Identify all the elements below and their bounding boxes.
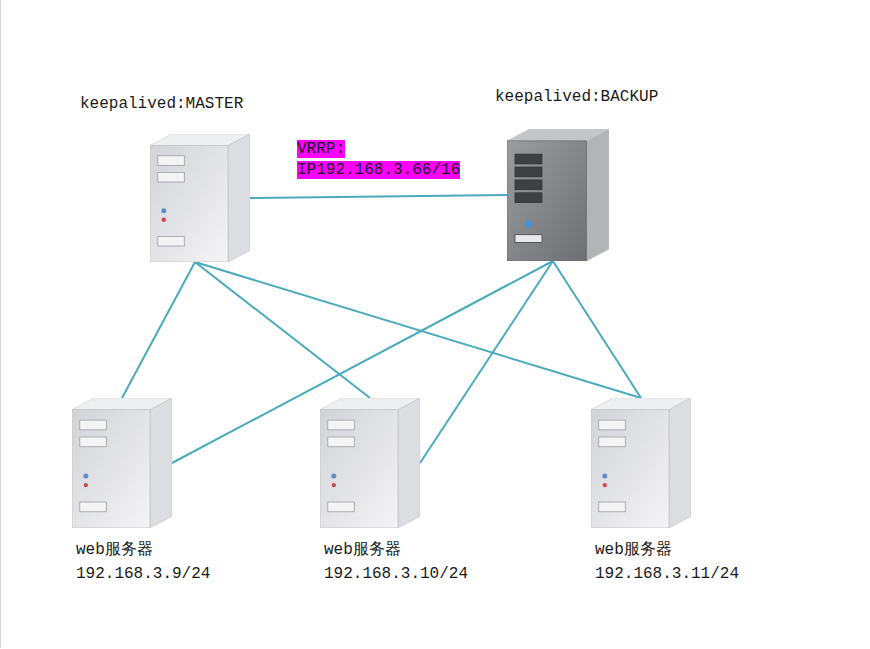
ip-address: 192.168.3.11/24: [595, 562, 739, 586]
load-balancer-node: keepalived:MASTER: [78, 92, 250, 262]
server-icon: [591, 398, 691, 528]
server-icon: [72, 398, 172, 528]
edge-label-box: VRRP: IP192.168.3.66/16: [297, 139, 473, 181]
web-server-node: web服务器192.168.3.9/24: [72, 398, 210, 586]
network-link: [250, 195, 507, 198]
network-link: [195, 262, 370, 398]
vrrp-label: VRRP: IP192.168.3.66/16: [297, 140, 460, 179]
server-heading: keepalived:MASTER: [80, 92, 250, 116]
network-link: [122, 262, 195, 398]
network-link: [553, 261, 641, 398]
server-name: web服务器: [324, 538, 468, 562]
server-name: web服务器: [76, 538, 210, 562]
web-server-node: web服务器192.168.3.11/24: [591, 398, 739, 586]
ip-address: 192.168.3.9/24: [76, 562, 210, 586]
network-link: [420, 261, 553, 463]
ip-address: 192.168.3.10/24: [324, 562, 468, 586]
server-icon: [150, 134, 250, 262]
web-server-node: web服务器192.168.3.10/24: [320, 398, 468, 586]
load-balancer-node: keepalived:BACKUP: [493, 85, 658, 261]
server-name: web服务器: [595, 538, 739, 562]
server-icon: [320, 398, 420, 528]
server-icon: [507, 129, 609, 261]
server-heading: keepalived:BACKUP: [495, 85, 658, 109]
network-link: [195, 262, 641, 398]
